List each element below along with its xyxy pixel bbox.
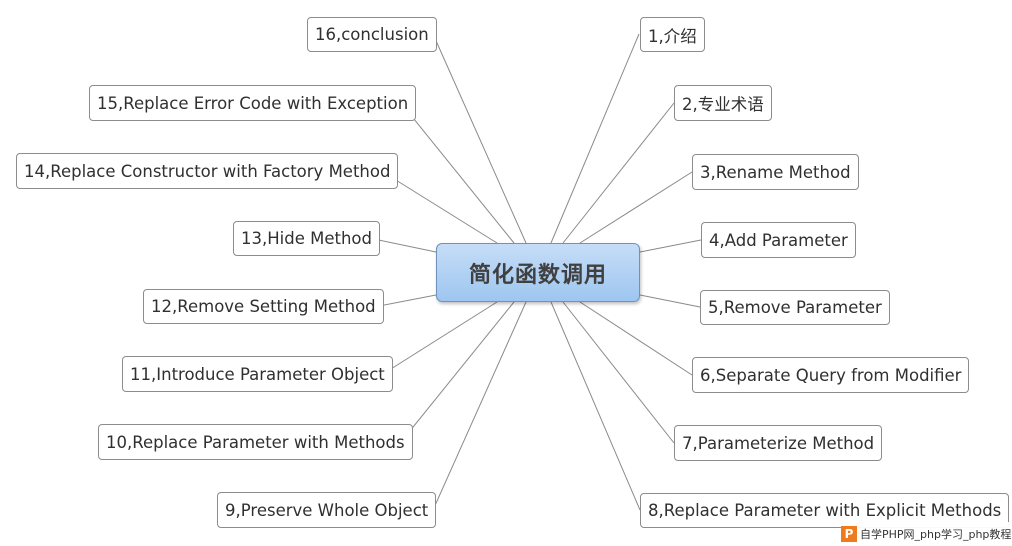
connector-2 [562,102,675,244]
connector-13 [373,238,437,253]
watermark-logo-icon: P [841,526,857,542]
connector-8 [550,301,641,511]
connector-6 [579,301,693,376]
watermark: P 自学PHP网_php学习_php教程 [841,522,1012,546]
branch-2[interactable]: 2,专业术语 [674,85,772,121]
branch-7[interactable]: 7,Parameterize Method [674,425,883,461]
connector-14 [382,171,498,244]
branch-12[interactable]: 12,Remove Setting Method [143,289,384,324]
connector-7 [562,301,675,444]
connector-12 [373,294,437,308]
branch-6[interactable]: 6,Separate Query from Modifier [692,357,970,393]
branch-15[interactable]: 15,Replace Error Code with Exception [89,85,417,121]
connector-10 [400,301,515,443]
connector-4 [639,239,702,253]
connector-15 [400,102,515,244]
connector-1 [550,33,640,244]
connector-16 [432,33,527,244]
branch-14[interactable]: 14,Replace Constructor with Factory Meth… [16,153,399,189]
branch-10[interactable]: 10,Replace Parameter with Methods [98,424,413,460]
branch-11[interactable]: 11,Introduce Parameter Object [122,356,393,392]
central-topic[interactable]: 简化函数调用 [436,243,640,302]
connector-11 [382,301,498,375]
branch-4[interactable]: 4,Add Parameter [701,222,856,258]
connector-9 [432,301,527,511]
branch-5[interactable]: 5,Remove Parameter [700,290,890,325]
watermark-text: 自学PHP网_php学习_php教程 [860,528,1012,541]
branch-9[interactable]: 9,Preserve Whole Object [217,492,437,528]
connector-5 [639,294,701,308]
branch-3[interactable]: 3,Rename Method [692,154,859,190]
connector-3 [579,171,693,244]
branch-16[interactable]: 16,conclusion [307,17,437,52]
branch-1[interactable]: 1,介绍 [640,17,705,52]
branch-13[interactable]: 13,Hide Method [233,221,380,256]
